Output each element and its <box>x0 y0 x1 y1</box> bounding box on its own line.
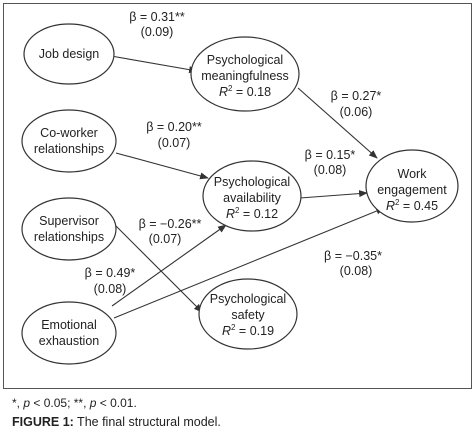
standard-error: (0.08) <box>94 282 127 296</box>
node-label: Co-worker <box>40 126 98 140</box>
path-availability-to-engagement <box>299 190 368 199</box>
node-label: Psychological <box>207 53 283 67</box>
coef-emotional-availability: β = −0.26** (0.07) <box>139 217 202 246</box>
node-label: engagement <box>377 183 447 197</box>
node-label: Work <box>398 167 428 181</box>
figure-caption: FIGURE 1: The final structural model. <box>12 415 221 429</box>
coef-job-meaningfulness: β = 0.31** (0.09) <box>129 10 185 39</box>
standard-error: (0.09) <box>141 25 174 39</box>
standard-error: (0.07) <box>158 136 191 150</box>
coef-emotional-engagement: β = −0.35* (0.08) <box>324 249 382 278</box>
node-label: safety <box>231 308 265 322</box>
node-label: relationships <box>34 230 104 244</box>
node-label: Job design <box>39 47 100 61</box>
figure-border <box>3 3 472 389</box>
beta-value: β = 0.31** <box>129 10 185 24</box>
standard-error: (0.06) <box>340 105 373 119</box>
beta-value: β = 0.27* <box>331 89 382 103</box>
path-job-to-meaningfulness <box>110 55 198 74</box>
node-label: Supervisor <box>39 214 99 228</box>
footnote-p-symbol: p <box>89 396 97 410</box>
footnote-text: *, <box>12 396 24 410</box>
node-psychological-safety: Psychological safety R2 = 0.19 <box>198 278 298 350</box>
beta-value: β = 0.49* <box>85 266 136 280</box>
standard-error: (0.07) <box>149 232 182 246</box>
coef-coworker-availability: β = 0.20** (0.07) <box>146 120 202 150</box>
r-squared: R2 = 0.45 <box>386 198 438 213</box>
node-label: exhaustion <box>39 334 100 348</box>
footnote-p-symbol: p <box>23 396 31 410</box>
path-emotional-to-engagement <box>113 207 385 319</box>
r-squared: R2 = 0.18 <box>219 84 271 99</box>
node-label: Psychological <box>210 292 286 306</box>
standard-error: (0.08) <box>340 264 373 278</box>
coef-availability-engagement: β = 0.15* (0.08) <box>305 148 356 177</box>
caption-label: FIGURE 1: <box>12 415 74 429</box>
path-supervisor-to-safety <box>112 222 203 313</box>
node-psychological-meaningfulness: Psychological meaningfulness R2 = 0.18 <box>190 36 300 112</box>
node-work-engagement: Work engagement R2 = 0.45 <box>365 149 459 223</box>
node-coworker-relationships: Co-worker relationships <box>21 109 117 173</box>
caption-text: The final structural model. <box>73 415 221 429</box>
node-job-design: Job design <box>23 23 115 85</box>
coef-meaningfulness-engagement: β = 0.27* (0.06) <box>331 89 382 119</box>
beta-value: β = 0.20** <box>146 120 202 134</box>
beta-value: β = −0.35* <box>324 249 382 263</box>
node-label: availability <box>223 191 281 205</box>
path-meaningfulness-to-engagement <box>297 87 378 159</box>
node-label: meaningfulness <box>201 69 289 83</box>
node-emotional-exhaustion: Emotional exhaustion <box>21 301 117 365</box>
node-psychological-availability: Psychological availability R2 = 0.12 <box>202 160 302 232</box>
beta-value: β = 0.15* <box>305 148 356 162</box>
path-emotional-to-availability <box>111 224 227 307</box>
node-supervisor-relationships: Supervisor relationships <box>21 197 117 261</box>
path-coworker-to-availability <box>115 152 209 180</box>
footnote-text: < 0.05; **, <box>30 396 90 410</box>
node-label: Emotional <box>41 318 97 332</box>
standard-error: (0.08) <box>314 163 347 177</box>
r-squared: R2 = 0.12 <box>226 206 278 221</box>
node-label: Psychological <box>214 175 290 189</box>
footnote-text: < 0.01. <box>96 396 137 410</box>
coef-emotional-safety: β = 0.49* (0.08) <box>85 266 136 296</box>
beta-value: β = −0.26** <box>139 217 202 231</box>
significance-footnote: *, p < 0.05; **, p < 0.01. <box>12 396 137 410</box>
node-label: relationships <box>34 142 104 156</box>
r-squared: R2 = 0.19 <box>222 323 274 338</box>
